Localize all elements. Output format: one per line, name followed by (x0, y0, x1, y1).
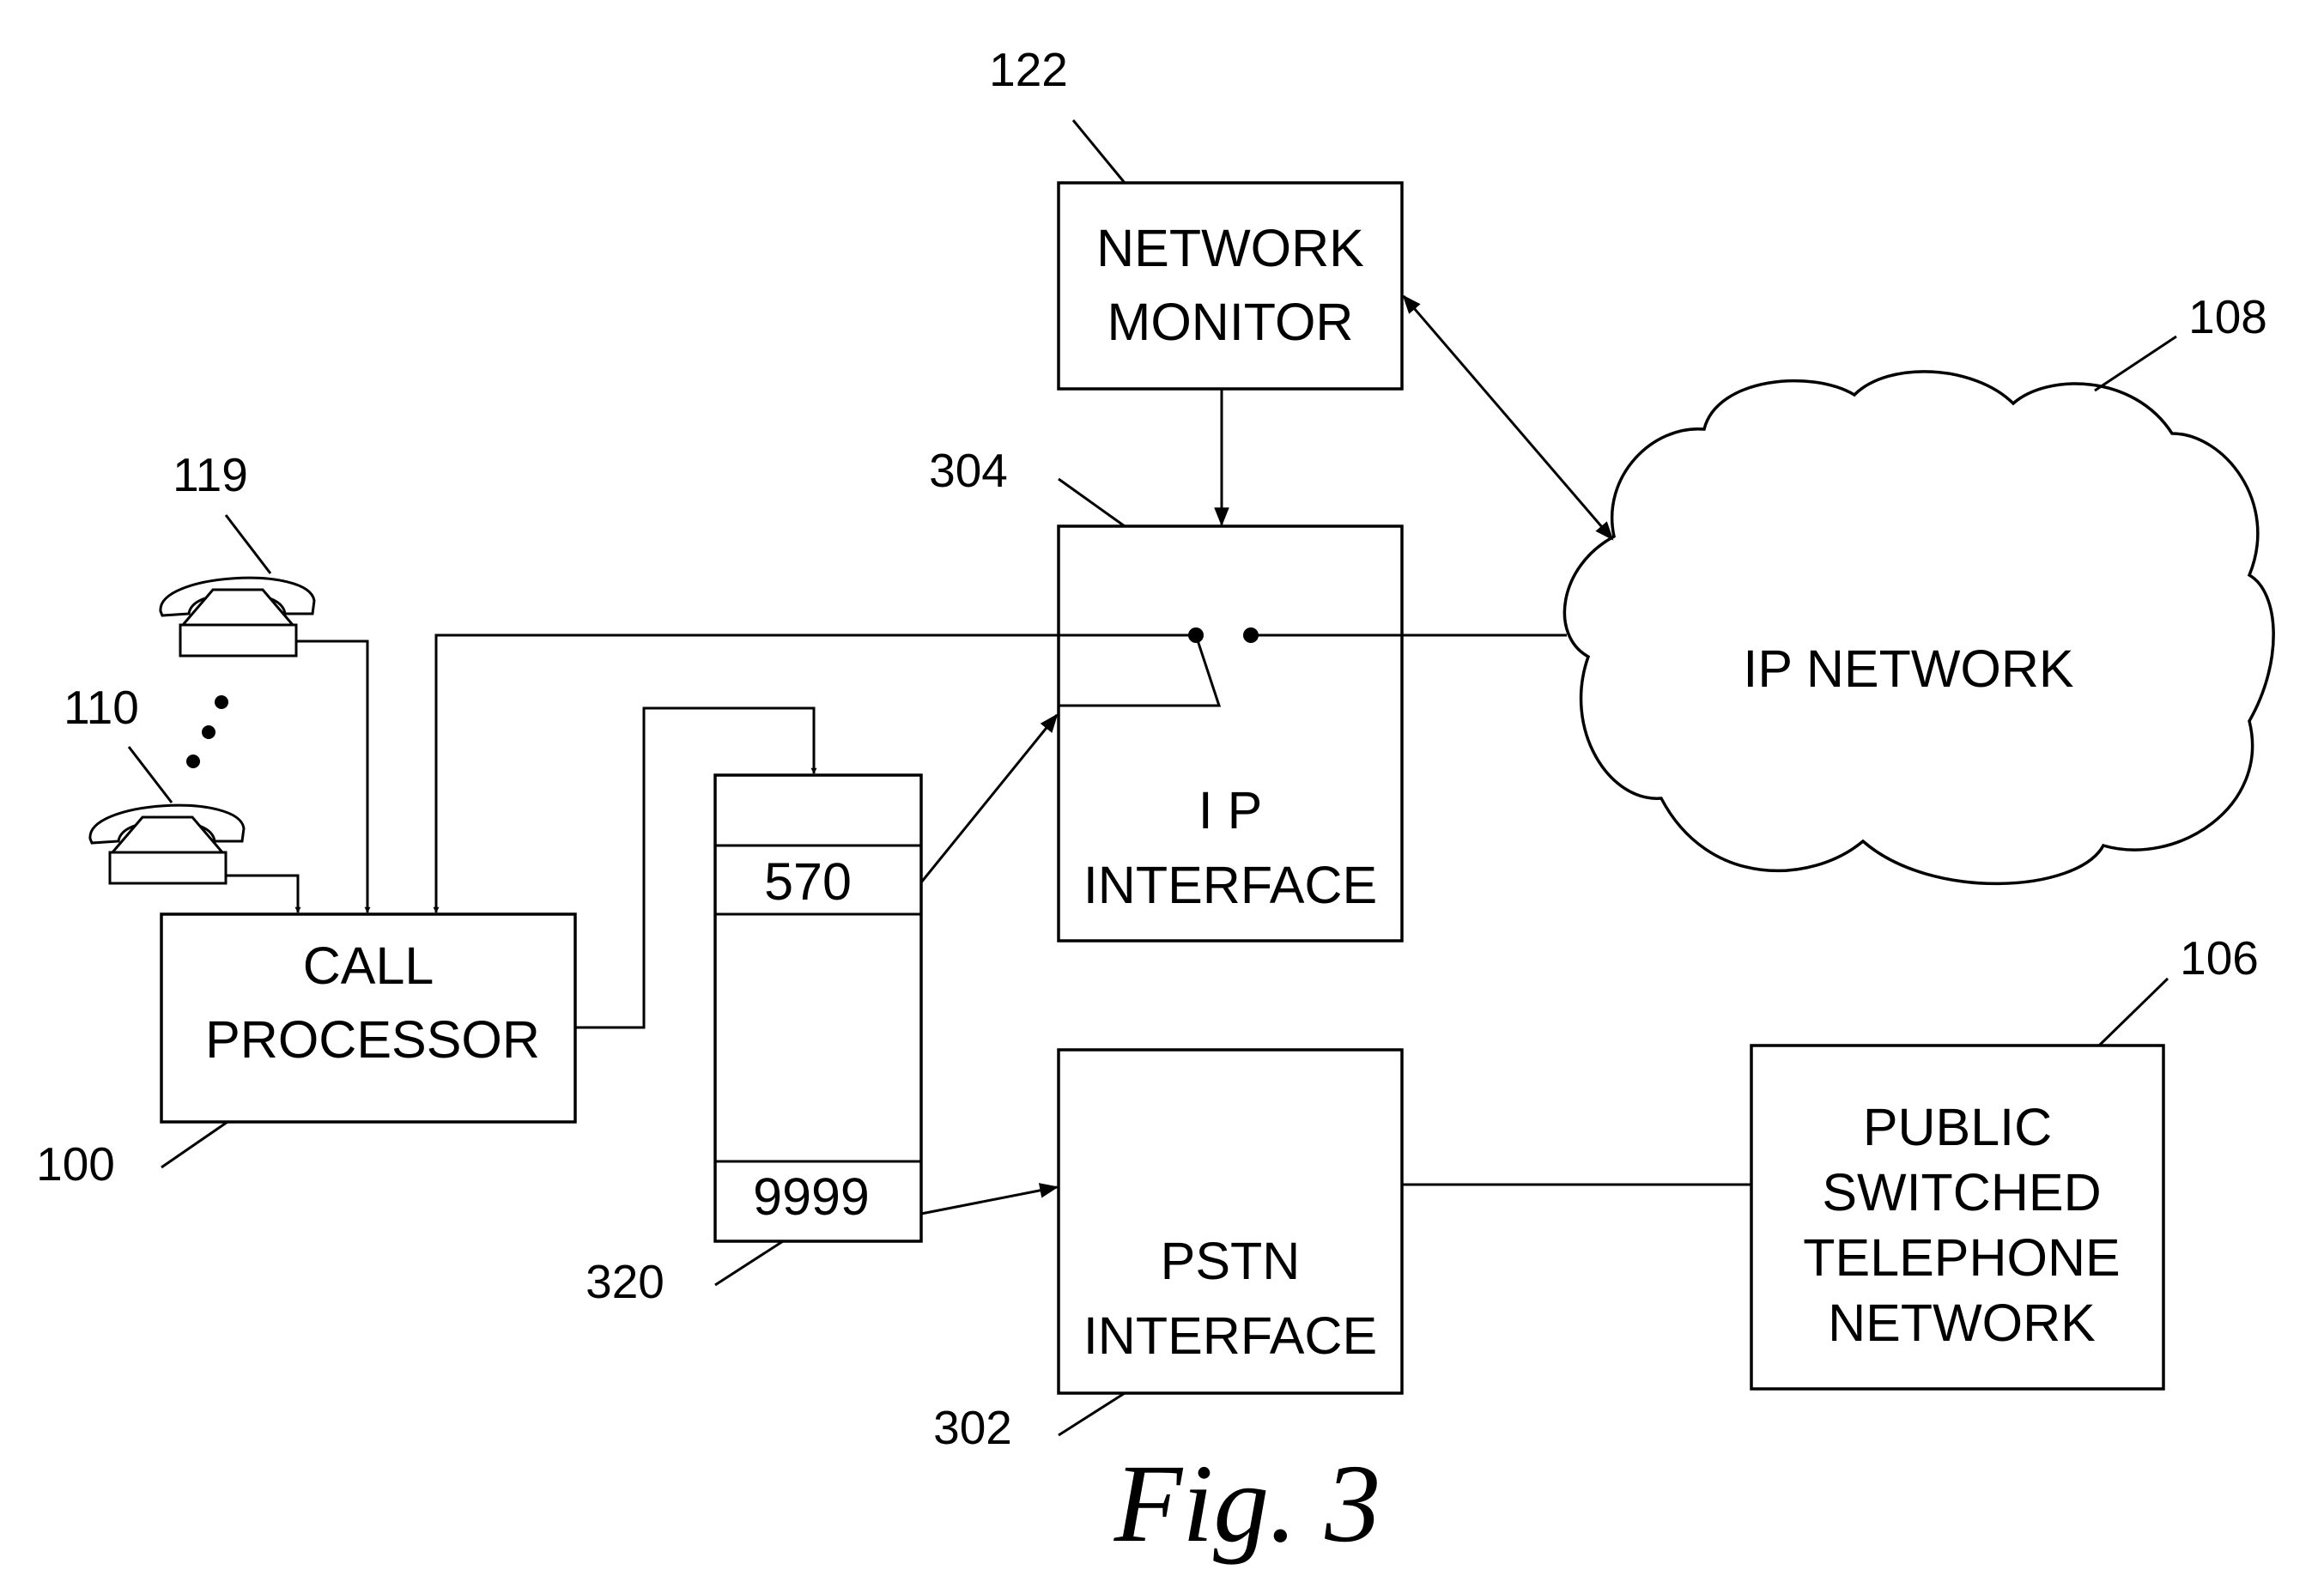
telephone-base-plate (108, 851, 228, 885)
pstn-interface-ref: 302 (933, 1401, 1012, 1454)
routing-table-box (713, 773, 923, 1243)
ip-network-ref: 108 (2188, 290, 2267, 343)
pstn-label-line4: NETWORK (1828, 1294, 2096, 1352)
ip-network-leader (2094, 335, 2177, 392)
pstn-label-line3: TELEPHONE (1803, 1228, 2121, 1287)
telephone-top-ref: 119 (173, 448, 248, 501)
ellipsis-dot (202, 725, 215, 739)
pstn-interface-node: PSTN INTERFACE 302 (933, 1048, 1404, 1454)
ellipsis-dot (186, 755, 200, 768)
connector-call-processor-to-routing-table (575, 706, 817, 1029)
call-processor-box (160, 912, 577, 1124)
telephone-base-plate (179, 623, 298, 658)
ellipsis-dot (215, 695, 228, 709)
connector-ip-line-to-call-processor (433, 633, 1196, 913)
routing-table-node: 570 9999 320 (586, 773, 923, 1308)
pstn-interface-leader (1058, 1391, 1126, 1437)
routing-table-entry: 9999 (753, 1167, 870, 1226)
routing-table-entry: 570 (764, 852, 852, 911)
network-monitor-node: NETWORK MONITOR 122 (989, 43, 1404, 391)
routing-table-ref: 320 (586, 1255, 664, 1308)
ip-network-label: IP NETWORK (1743, 639, 2073, 698)
ip-interface-ref: 304 (929, 444, 1008, 497)
ip-interface-leader (1058, 477, 1126, 528)
call-processor-label-line1: CALL (303, 936, 434, 995)
network-monitor-ref: 122 (989, 43, 1068, 96)
pstn-ref: 106 (2180, 931, 2259, 985)
figure-caption: Fig. 3 (1113, 1442, 1381, 1566)
connector-phone-top-to-call-processor (296, 639, 371, 913)
call-processor-leader (161, 1120, 228, 1169)
telephone-bottom-ref: 110 (64, 681, 139, 734)
routing-table-leader (714, 1240, 784, 1287)
pstn-label-line2: SWITCHED (1822, 1163, 2101, 1221)
pstn-interface-label-line2: INTERFACE (1083, 1306, 1377, 1365)
connector-table-570-to-ip-interface (919, 713, 1059, 883)
pstn-interface-box (1057, 1048, 1404, 1395)
connector-network-monitor-to-ip-network (1402, 294, 1614, 541)
connector-table-9999-to-pstn-interface (920, 1183, 1059, 1215)
call-processor-ref: 100 (36, 1137, 115, 1191)
call-processor-label-line2: PROCESSOR (205, 1010, 540, 1069)
pstn-leader (2097, 977, 2169, 1047)
network-monitor-box (1057, 181, 1404, 391)
telephone-handset (88, 803, 246, 845)
ip-network-node: IP NETWORK 108 (1562, 290, 2275, 886)
telephone-bottom-leader (127, 746, 173, 803)
ip-network-cloud (1562, 370, 2275, 886)
telephone-handset (159, 576, 316, 617)
pstn-interface-label-line1: PSTN (1161, 1232, 1301, 1290)
pstn-node: PUBLIC SWITCHED TELEPHONE NETWORK 106 (1750, 931, 2259, 1391)
ip-interface-box (1057, 524, 1404, 943)
network-monitor-label-line2: MONITOR (1107, 293, 1354, 351)
telephone-icon: 110 (64, 681, 246, 885)
call-processor-node: CALL PROCESSOR 100 (36, 912, 577, 1191)
network-monitor-leader (1071, 119, 1126, 184)
switch-arm (1059, 634, 1222, 707)
pstn-box (1750, 1044, 2165, 1391)
connector-phone-bottom-to-call-processor (226, 874, 301, 913)
telephone-top-leader (224, 514, 272, 574)
ip-interface-label-line2: INTERFACE (1083, 856, 1377, 914)
ip-interface-label-line1: I P (1198, 781, 1263, 839)
network-monitor-label-line1: NETWORK (1096, 219, 1364, 277)
ip-interface-node: I P INTERFACE 304 (929, 444, 1404, 943)
pstn-label-line1: PUBLIC (1863, 1098, 2052, 1156)
telephone-icon: 119 (159, 448, 316, 658)
